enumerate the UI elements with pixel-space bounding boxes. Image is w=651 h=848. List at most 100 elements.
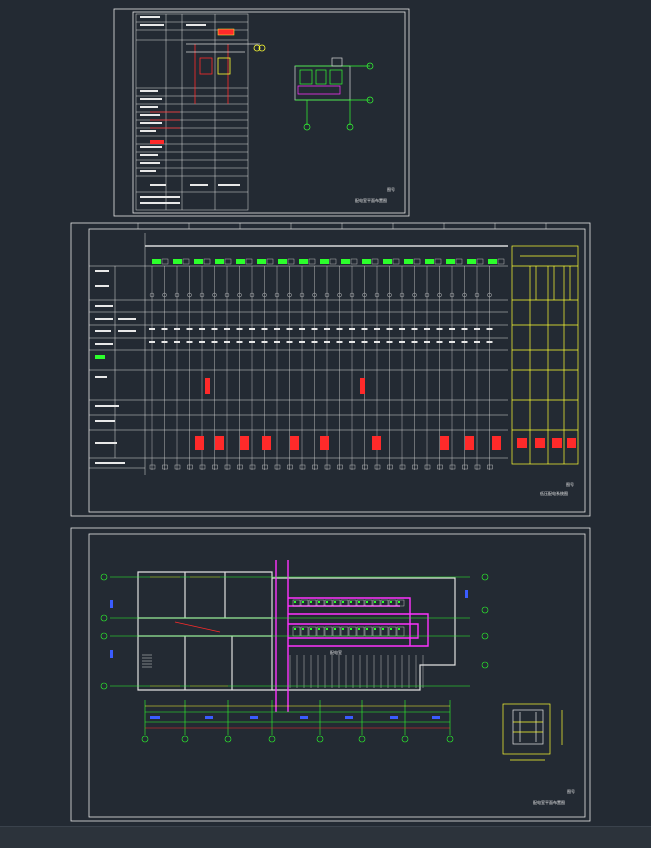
feeder-label xyxy=(249,328,255,330)
breaker-tag-frame xyxy=(182,258,190,265)
feeder-label xyxy=(324,328,330,330)
feeder-label xyxy=(274,341,280,343)
breaker-tag-frame xyxy=(161,258,169,265)
breaker-tag-frame xyxy=(308,258,316,265)
sheet-3-axis-grid xyxy=(100,573,489,743)
cabinet-mark xyxy=(342,628,344,630)
feeder-load xyxy=(237,464,243,470)
breaker-tag-frame xyxy=(203,258,211,265)
feeder-load xyxy=(162,464,168,470)
cabinet-mark xyxy=(382,628,384,630)
breaker-tag-frame xyxy=(434,258,442,265)
breaker-tag xyxy=(278,259,287,264)
feeder-load xyxy=(199,464,206,470)
cabinet-mark xyxy=(358,601,360,603)
cabinet-mark xyxy=(390,628,392,630)
sheet-2-yellow-panel-red-boxes xyxy=(517,438,576,448)
feeder-label xyxy=(161,341,168,343)
feeder-ct xyxy=(187,292,192,298)
sheet-3-stair xyxy=(142,654,152,668)
feeder-label xyxy=(299,328,305,330)
feeder-ct xyxy=(324,292,330,298)
sheet-3-room-label: 配电室 xyxy=(330,649,342,655)
feeder-label xyxy=(186,328,193,330)
feeder-label xyxy=(199,341,205,343)
feeder-load xyxy=(462,464,468,470)
cabinet-mark xyxy=(366,628,368,630)
sheet-2-left-labels xyxy=(95,270,136,464)
feeder-red-tag xyxy=(215,436,224,450)
feeder-label xyxy=(161,328,168,330)
feeder-red-tag xyxy=(240,436,249,450)
feeder-red-tag xyxy=(195,436,204,450)
feeder-label xyxy=(336,328,343,330)
feeder-red-tag xyxy=(465,436,474,450)
feeder-ct xyxy=(262,292,267,298)
feeder-load xyxy=(174,464,181,470)
feeder-label xyxy=(199,328,205,330)
feeder-label xyxy=(286,341,293,343)
feeder-ct xyxy=(362,292,367,298)
sheet-2-outer-frame xyxy=(70,222,591,517)
feeder-red-tag xyxy=(440,436,449,450)
feeder-label xyxy=(424,328,430,330)
feeder-load xyxy=(212,464,218,470)
sheet-3-drawing-number: 图号 xyxy=(567,788,575,794)
breaker-tag-frame xyxy=(371,258,379,265)
breaker-tag xyxy=(320,259,329,264)
feeder-label xyxy=(399,341,405,343)
feeder-label xyxy=(436,328,443,330)
cabinet-mark xyxy=(318,628,320,630)
status-bar xyxy=(0,826,651,848)
feeder-label xyxy=(486,341,493,343)
cabinet-mark xyxy=(334,601,336,603)
sheet-2-drawing-number: 图号 xyxy=(566,481,574,487)
sheet-1-inner-frame xyxy=(132,11,406,214)
feeder-red-tag xyxy=(290,436,299,450)
feeder-load xyxy=(362,464,368,470)
feeder-label xyxy=(261,328,268,330)
sheet-3-title-note: 配电室平面布置图 xyxy=(533,799,565,805)
feeder-label xyxy=(174,328,180,330)
feeder-red-marker xyxy=(205,378,210,394)
feeder-load xyxy=(337,464,343,470)
sheet-2-left-table xyxy=(89,233,508,475)
feeder-label xyxy=(386,341,393,343)
breaker-tag-frame xyxy=(455,258,463,265)
feeder-label xyxy=(386,328,393,330)
feeder-ct xyxy=(387,292,392,298)
feeder-load xyxy=(412,464,418,470)
breaker-tag-frame xyxy=(476,258,484,265)
sheet-1: 配电室平面布置图 图号 xyxy=(113,8,410,217)
breaker-tag xyxy=(194,259,203,264)
cabinet xyxy=(396,599,405,607)
feeder-load xyxy=(262,464,268,470)
feeder-ct xyxy=(437,292,442,298)
sheet-3-outer-frame xyxy=(70,527,591,822)
cabinet-mark xyxy=(318,601,320,603)
sheet-2-feeder-columns xyxy=(149,266,501,470)
feeder-red-marker xyxy=(360,378,365,394)
feeder-label xyxy=(236,341,243,343)
cabinet xyxy=(356,599,365,607)
sheet-1-main-wiring xyxy=(150,28,266,144)
cabinet-mark xyxy=(326,628,328,630)
cabinet-mark xyxy=(302,628,304,630)
feeder-ct xyxy=(237,292,242,298)
breaker-tag xyxy=(488,259,497,264)
feeder-ct xyxy=(224,292,230,298)
cabinet xyxy=(372,599,381,607)
feeder-label xyxy=(249,341,255,343)
cabinet-mark xyxy=(398,628,400,630)
feeder-label xyxy=(424,341,430,343)
feeder-ct xyxy=(337,292,342,298)
sheet-3: 配电室 配电室平面布置图 图号 xyxy=(70,527,591,822)
feeder-load xyxy=(287,464,293,470)
feeder-ct xyxy=(349,292,355,298)
sheet-3-room-dividers-red xyxy=(150,576,228,687)
feeder-label xyxy=(361,328,368,330)
breaker-tag xyxy=(383,259,392,264)
cabinet-mark xyxy=(350,601,352,603)
cabinet-mark xyxy=(326,601,328,603)
